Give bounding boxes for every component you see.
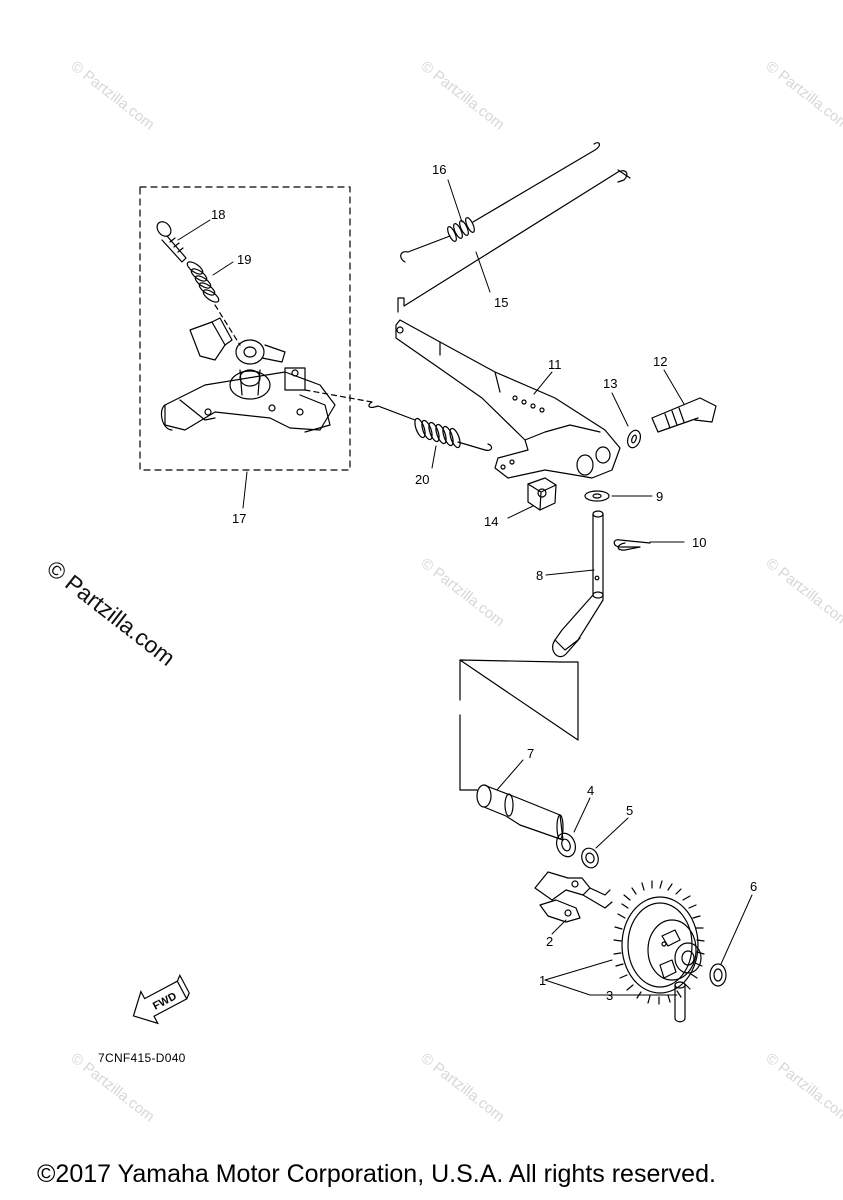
part-9-washer	[584, 490, 610, 502]
callout-6: 6	[750, 879, 757, 894]
callout-1: 1	[539, 973, 546, 988]
part-3-pin	[674, 981, 686, 1023]
part-4-washer	[555, 832, 577, 858]
watermark-text: © Partzilla.com	[763, 58, 843, 134]
light-watermarks: © Partzilla.com © Partzilla.com © Partzi…	[68, 58, 843, 1126]
callout-16: 16	[432, 162, 446, 177]
part-5-bushing	[581, 847, 599, 869]
fwd-arrow-icon: FWD	[132, 973, 190, 1025]
part-2-weights	[534, 871, 613, 923]
watermark-text: © Partzilla.com	[418, 1050, 508, 1126]
part-10-clip	[613, 539, 651, 551]
watermark-text: © Partzilla.com	[68, 58, 158, 134]
leader-connectors	[459, 659, 579, 791]
callout-2: 2	[546, 934, 553, 949]
callout-7: 7	[527, 746, 534, 761]
callout-19: 19	[237, 252, 251, 267]
part-12-bolt	[651, 397, 717, 433]
callout-9: 9	[656, 489, 663, 504]
callout-5: 5	[626, 803, 633, 818]
part-7-shaft	[476, 784, 564, 841]
callout-11: 11	[548, 357, 562, 372]
part-17-control-bracket	[160, 317, 336, 433]
callout-labels: 1 2 3 4 5 6 7 8 9 10 11 12 13 14 15 16 1…	[211, 162, 757, 1003]
part-13-washer	[626, 429, 642, 449]
watermark-text: © Partzilla.com	[763, 1050, 843, 1126]
callout-17: 17	[232, 511, 246, 526]
callout-14: 14	[484, 514, 498, 529]
callout-18: 18	[211, 207, 225, 222]
callout-15: 15	[494, 295, 508, 310]
watermark-text: © Partzilla.com	[763, 555, 843, 631]
callout-20: 20	[415, 472, 429, 487]
callout-4: 4	[587, 783, 594, 798]
part-1-governor-gear	[613, 880, 705, 1005]
part-16-spring	[400, 142, 600, 263]
part-8-shaft	[552, 510, 604, 658]
callout-13: 13	[603, 376, 617, 391]
part-20-spring	[368, 401, 493, 451]
watermark-text: © Partzilla.com	[418, 555, 508, 631]
part-18-screw	[156, 221, 187, 263]
part-15-rod	[397, 169, 631, 313]
part-6-washer	[709, 963, 727, 987]
callout-leaders	[177, 179, 753, 996]
callout-10: 10	[692, 535, 706, 550]
assembly-17-box	[139, 186, 351, 471]
callout-3: 3	[606, 988, 613, 1003]
callout-8: 8	[536, 568, 543, 583]
watermark-text: © Partzilla.com	[418, 58, 508, 134]
copyright-notice: ©2017 Yamaha Motor Corporation, U.S.A. A…	[37, 1160, 716, 1188]
callout-12: 12	[653, 354, 667, 369]
part-19-spring	[186, 261, 220, 303]
part-11-lever	[395, 319, 621, 479]
diagram-code: 7CNF415-D040	[98, 1051, 186, 1065]
part-14-nut	[527, 477, 557, 511]
